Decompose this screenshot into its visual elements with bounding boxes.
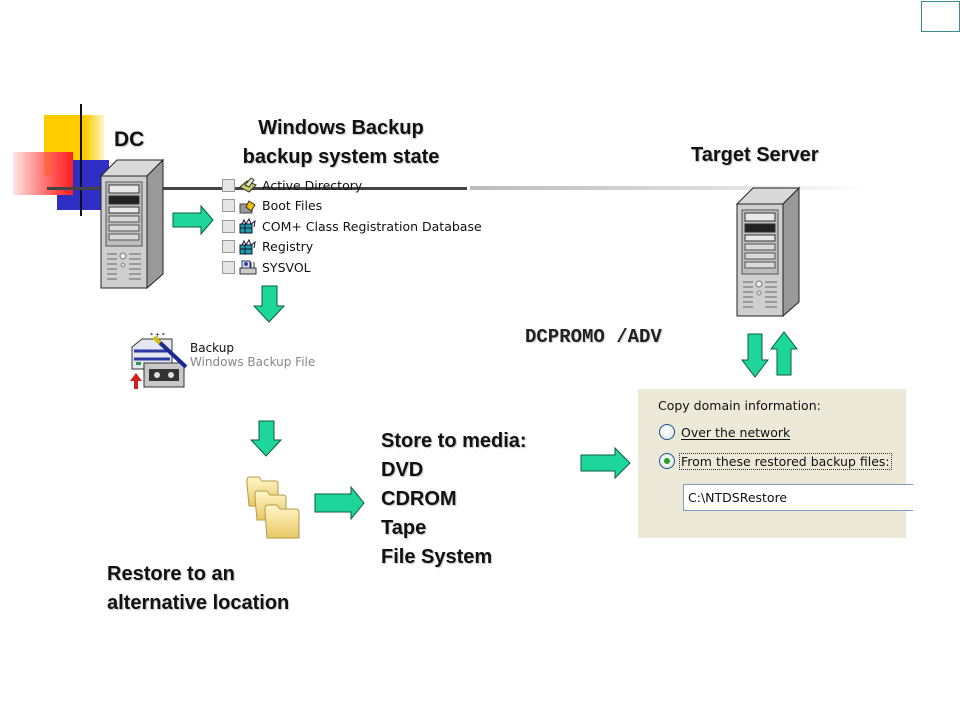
dc-label: DC	[114, 128, 145, 151]
restore-path-input[interactable]: C:\NTDSRestore	[683, 484, 913, 511]
registry-icon	[239, 238, 256, 255]
windows-backup-subtitle: backup system state	[242, 146, 440, 168]
list-item-sysvol[interactable]: SYSVOL	[222, 257, 482, 278]
radio-label-over-network[interactable]: Over the network	[681, 425, 791, 440]
radio-label-restored-backup[interactable]: From these restored backup files:	[679, 453, 892, 470]
windows-backup-heading: Windows Backup backup system state	[224, 114, 458, 172]
list-item-boot-files[interactable]: Boot Files	[222, 196, 482, 217]
checkbox[interactable]	[222, 240, 235, 254]
windows-backup-title: Windows Backup	[258, 117, 424, 139]
decor-gradient-line	[470, 186, 870, 190]
restore-label-line2: alternative location	[107, 592, 290, 614]
dcpromo-command: DCPROMO /ADV	[525, 326, 662, 348]
arrow-right-icon	[172, 204, 214, 236]
arrow-down-icon	[249, 420, 283, 457]
target-server-icon	[735, 185, 801, 319]
dc-server-icon	[99, 158, 165, 290]
svg-text:* + *: * + *	[150, 333, 165, 339]
radio-restored-backup[interactable]	[659, 453, 675, 469]
sysvol-icon	[239, 260, 257, 275]
store-media-block: Store to media: DVD CDROM Tape File Syst…	[381, 427, 527, 572]
decor-horizontal-line	[47, 187, 467, 190]
dialog-heading: Copy domain information:	[658, 398, 821, 413]
list-item-label: Active Directory	[262, 177, 363, 193]
checkbox[interactable]	[222, 178, 235, 192]
list-item-active-directory[interactable]: Active Directory	[222, 175, 482, 196]
list-item-label: Boot Files	[262, 198, 323, 214]
arrow-down-icon	[740, 333, 770, 378]
arrow-right-icon	[580, 446, 631, 480]
active-directory-icon	[239, 177, 257, 193]
arrow-up-icon	[769, 331, 799, 376]
system-state-list: Active Directory Boot Files COM+ Class R…	[222, 175, 482, 278]
media-item-tape: Tape	[381, 517, 427, 539]
backup-file-subtitle: Windows Backup File	[190, 355, 316, 369]
backup-file-title: Backup	[190, 341, 234, 355]
list-item-com-database[interactable]: COM+ Class Registration Database	[222, 216, 482, 237]
backup-file-icon: * + *	[128, 332, 190, 391]
radio-over-network[interactable]	[659, 424, 675, 440]
list-item-label: COM+ Class Registration Database	[262, 218, 482, 234]
list-item-label: Registry	[262, 239, 314, 255]
checkbox[interactable]	[222, 219, 235, 233]
media-item-dvd: DVD	[381, 459, 424, 481]
target-server-label: Target Server	[691, 144, 819, 166]
arrow-down-icon	[252, 285, 286, 323]
com-database-icon	[239, 218, 256, 234]
list-item-label: SYSVOL	[262, 259, 311, 275]
restore-label: Restore to an alternative location	[107, 560, 289, 618]
restore-label-line1: Restore to an	[107, 563, 235, 585]
checkbox[interactable]	[222, 199, 235, 213]
store-media-heading: Store to media:	[381, 430, 527, 452]
decor-vertical-line	[80, 104, 82, 216]
boot-files-icon	[239, 200, 256, 214]
copy-domain-dialog: Copy domain information: Over the networ…	[638, 389, 913, 538]
media-item-file-system: File System	[381, 546, 493, 568]
media-item-cdrom: CDROM	[381, 488, 457, 510]
checkbox[interactable]	[222, 260, 235, 274]
arrow-right-icon	[314, 485, 365, 521]
folders-icon	[245, 476, 303, 540]
list-item-registry[interactable]: Registry	[222, 237, 482, 258]
